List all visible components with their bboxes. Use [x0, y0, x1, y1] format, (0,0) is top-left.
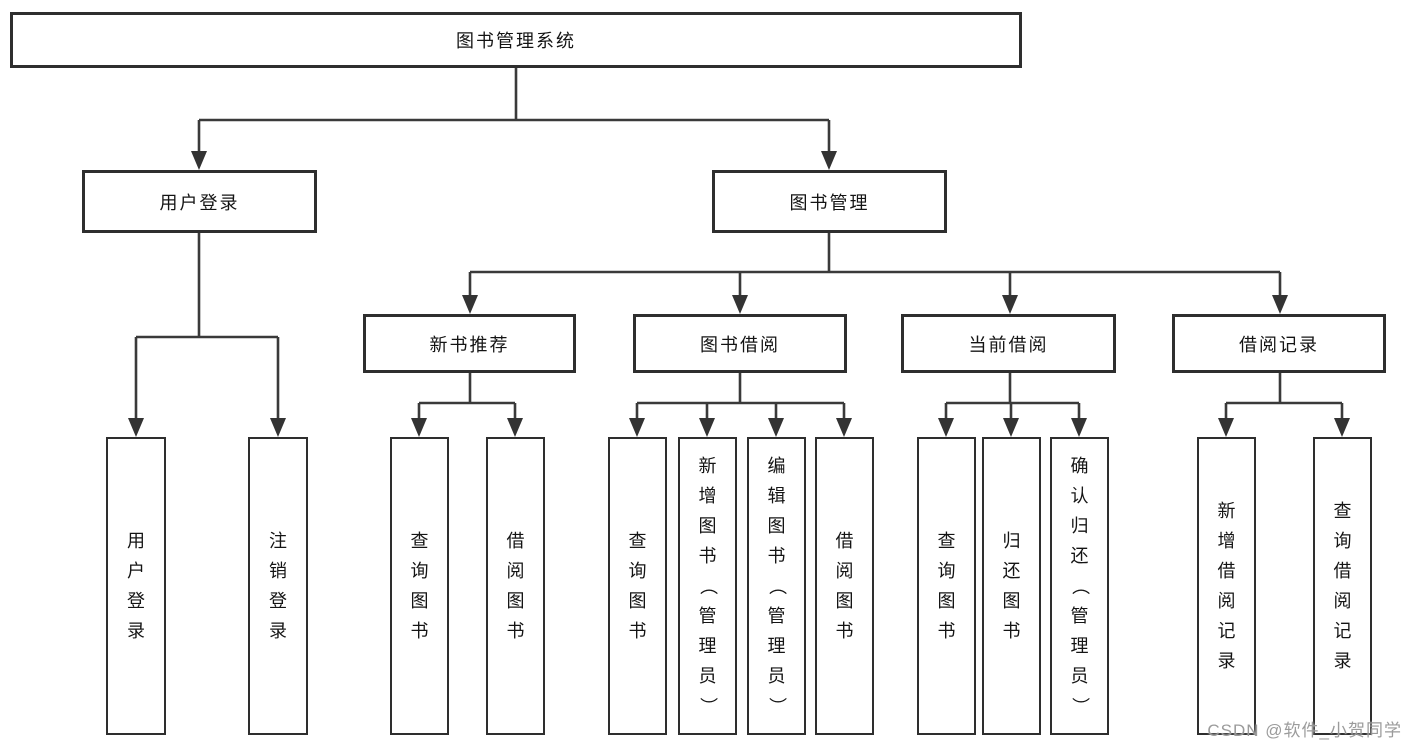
- connector-root-to-level2: [191, 68, 837, 170]
- node-new-book-recommend: 新书推荐: [363, 314, 576, 373]
- leaf-current-confirm-return-admin: 确认归还（管理员）: [1050, 437, 1109, 735]
- leaf-records-add-record: 新增借阅记录: [1197, 437, 1256, 735]
- leaf-borrow-query-books: 查询图书: [608, 437, 667, 735]
- node-current-borrow-label: 当前借阅: [968, 334, 1049, 355]
- node-current-borrow: 当前借阅: [901, 314, 1116, 373]
- node-root-system: 图书管理系统: [10, 12, 1022, 68]
- node-user-login-label: 用户登录: [159, 192, 240, 213]
- leaf-borrow-add-books-admin: 新增图书（管理员）: [678, 437, 737, 735]
- node-borrow-records-label: 借阅记录: [1239, 334, 1319, 355]
- leaf-newbook-borrow-books: 借阅图书: [486, 437, 545, 735]
- node-user-login: 用户登录: [82, 170, 317, 233]
- connector-login-to-leaves: [128, 233, 286, 437]
- leaf-newbook-query-books: 查询图书: [390, 437, 449, 735]
- leaf-current-return-books: 归还图书: [982, 437, 1041, 735]
- leaf-current-query-books: 查询图书: [917, 437, 976, 735]
- csdn-watermark: CSDN @软件_小贺同学: [1207, 721, 1402, 740]
- leaf-records-query-record: 查询借阅记录: [1313, 437, 1372, 735]
- connector-borrow-to-leaves: [629, 373, 852, 437]
- connector-newbook-to-leaves: [411, 373, 523, 437]
- connector-mgmt-to-level3: [462, 233, 1288, 314]
- leaf-user-login: 用户登录: [106, 437, 166, 735]
- leaf-logout: 注销登录: [248, 437, 308, 735]
- node-book-management-label: 图书管理: [789, 192, 870, 213]
- node-book-borrow: 图书借阅: [633, 314, 847, 373]
- connector-records-to-leaves: [1218, 373, 1350, 437]
- node-root-label: 图书管理系统: [456, 31, 576, 51]
- leaf-borrow-borrow-books: 借阅图书: [815, 437, 874, 735]
- node-book-borrow-label: 图书借阅: [700, 334, 780, 355]
- connector-current-to-leaves: [938, 373, 1087, 437]
- node-book-management: 图书管理: [712, 170, 947, 233]
- node-new-book-recommend-label: 新书推荐: [429, 334, 510, 355]
- node-borrow-records: 借阅记录: [1172, 314, 1386, 373]
- leaf-borrow-edit-books-admin: 编辑图书（管理员）: [747, 437, 806, 735]
